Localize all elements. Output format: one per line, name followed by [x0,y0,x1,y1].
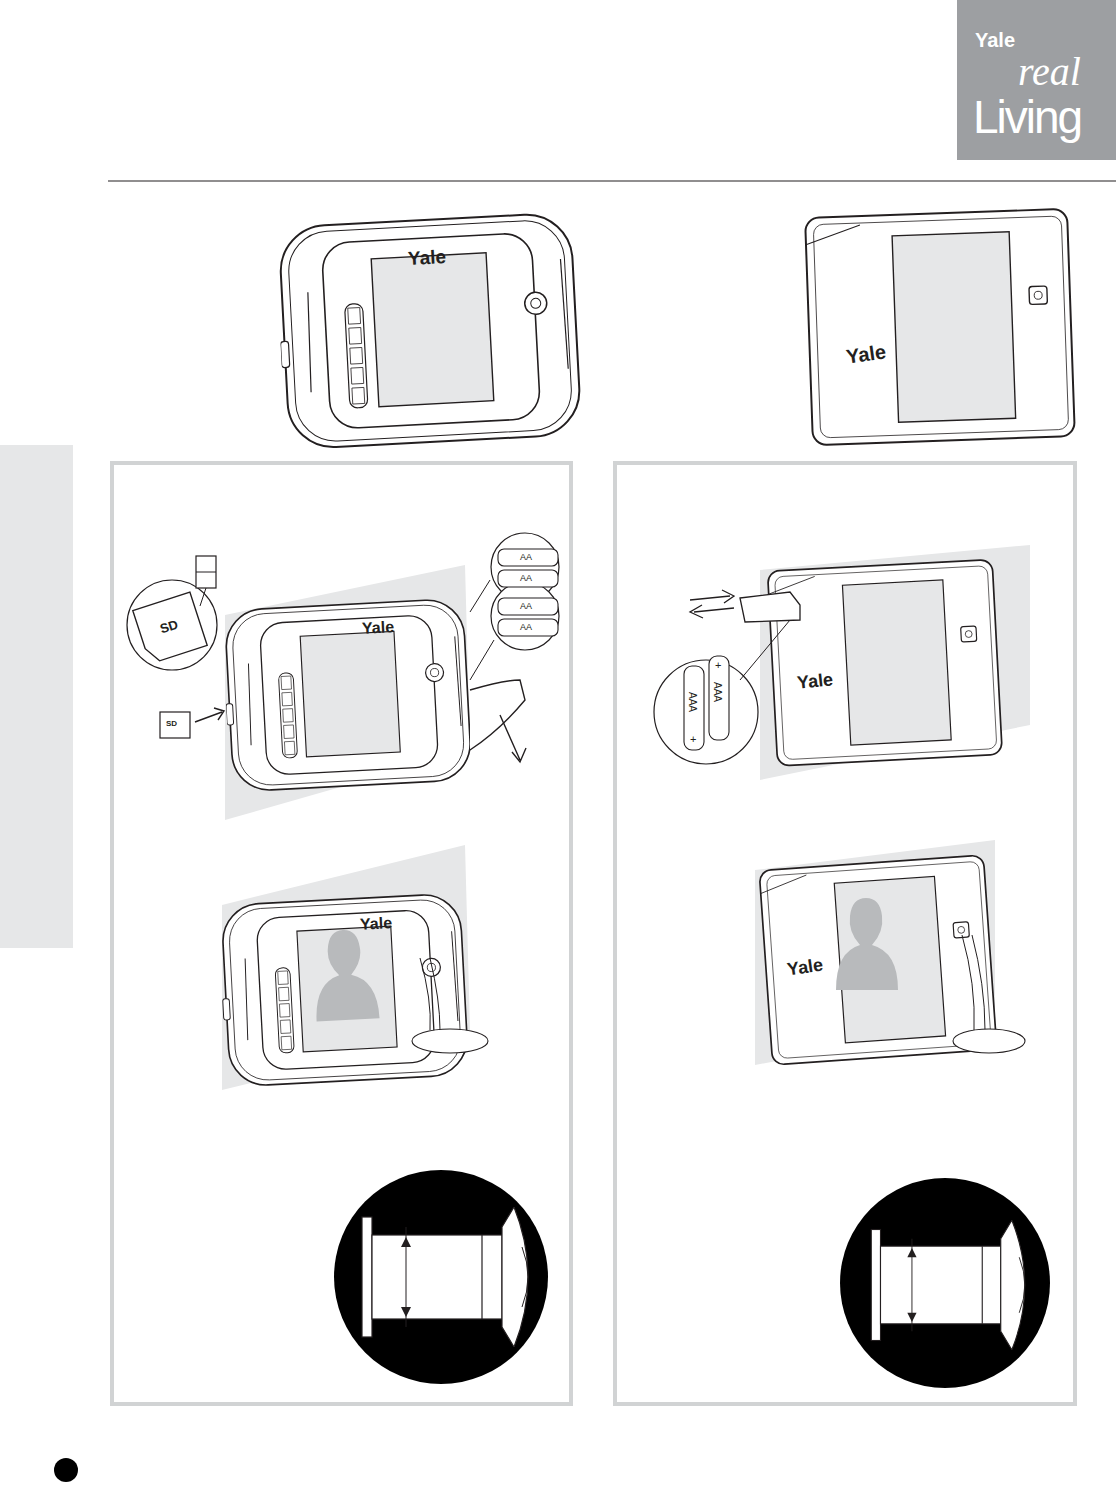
battery-label: AAA [687,692,697,712]
polarity-mark: + [690,734,696,745]
card-label: SD [158,618,179,636]
battery-label: AAA [712,682,722,702]
battery-label: AA [520,553,532,562]
device-logo: Yale [360,915,393,933]
battery-label: AA [520,623,532,632]
logo-word: Living [973,94,1081,140]
card-label: SD [166,720,177,728]
battery-label: AA [520,602,532,611]
device-logo: Yale [786,956,824,979]
device-logo: Yale [408,247,447,268]
device-logo: Yale [796,670,834,692]
battery-label: AA [520,574,532,583]
logo-word: Yale [975,30,1015,50]
polarity-mark: + [715,660,721,671]
device-logo: Yale [845,341,887,366]
device-logo: Yale [362,619,395,637]
logo-word: real [1018,52,1081,92]
